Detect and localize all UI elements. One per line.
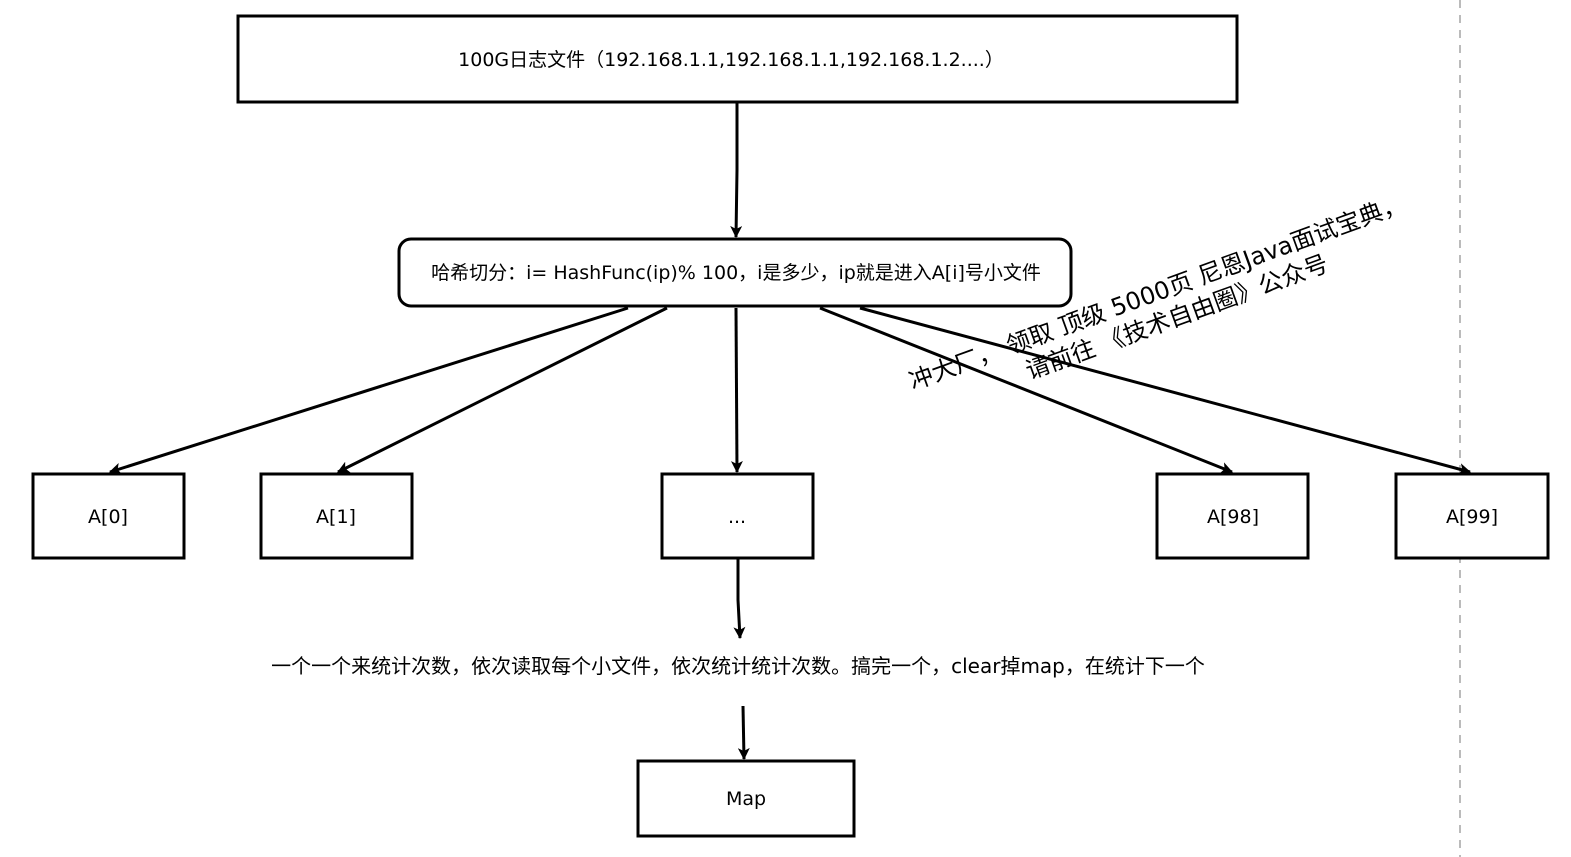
bucket-label: A[1] xyxy=(316,506,356,528)
arrow-note-to-map xyxy=(737,705,750,760)
arrow-bucket-to-note xyxy=(733,558,746,639)
arrow-hash-to-ellipsis xyxy=(730,307,743,473)
hash-split-label: 哈希切分：i= HashFunc(ip)% 100，i是多少，ip就是进入A[i… xyxy=(431,262,1041,284)
bucket-label: A[0] xyxy=(88,506,128,528)
hash-split-box: 哈希切分：i= HashFunc(ip)% 100，i是多少，ip就是进入A[i… xyxy=(397,237,1073,308)
map-label: Map xyxy=(726,788,766,810)
bucket-a0-box: A[0] xyxy=(31,472,186,560)
arrow-hash-to-a0 xyxy=(109,306,629,475)
processing-note: 一个一个来统计次数，依次读取每个小文件，依次统计统计次数。搞完一个，clear掉… xyxy=(271,654,1205,678)
bucket-label: A[99] xyxy=(1446,506,1498,528)
arrow-hash-to-a98 xyxy=(819,306,1233,474)
bucket-label: ... xyxy=(728,506,746,528)
bucket-label: A[98] xyxy=(1207,506,1259,528)
map-box: Map xyxy=(636,759,856,838)
arrow-hash-to-a1 xyxy=(337,306,668,474)
arrow-source-to-hash xyxy=(730,102,743,238)
bucket-a1-box: A[1] xyxy=(259,472,414,560)
bucket-a98-box: A[98] xyxy=(1155,472,1310,560)
bucket-ellipsis-box: ... xyxy=(660,472,815,560)
source-log-file-box: 100G日志文件（192.168.1.1,192.168.1.1,192.168… xyxy=(236,14,1239,104)
bucket-a99-box: A[99] xyxy=(1394,472,1550,560)
source-log-file-label: 100G日志文件（192.168.1.1,192.168.1.1,192.168… xyxy=(458,49,1004,71)
arrow-hash-to-a99 xyxy=(859,306,1471,475)
